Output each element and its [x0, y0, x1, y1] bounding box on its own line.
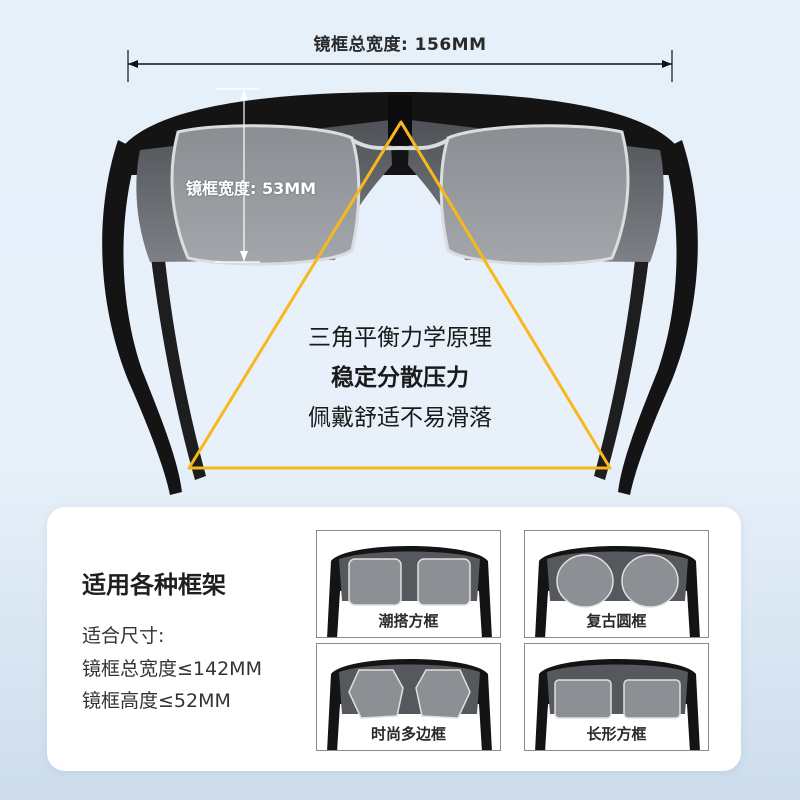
panel-title: 适用各种框架	[82, 571, 226, 599]
overglasses-illustration	[102, 50, 698, 495]
square-frame-glasses-icon	[327, 546, 492, 637]
fit-size-label: 适合尺寸:	[82, 625, 165, 647]
headline-line-2: 稳定分散压力	[331, 365, 469, 391]
lens-height-label: 镜框宽度: 53MM	[186, 179, 317, 198]
rectangle-frame-glasses-icon	[535, 659, 700, 750]
frame-label: 长形方框	[586, 725, 647, 743]
frame-label: 复古圆框	[586, 612, 647, 630]
round-frame-glasses-icon	[535, 546, 700, 637]
headline-line-3: 佩戴舒适不易滑落	[308, 405, 492, 431]
frame-label: 时尚多边框	[370, 725, 446, 743]
frame-thumb-round: 复古圆框	[524, 530, 709, 638]
frame-thumb-polygon: 时尚多边框	[316, 643, 501, 751]
polygon-frame-glasses-icon	[327, 659, 492, 750]
total-width-label: 镜框总宽度: 156MM	[313, 35, 487, 55]
frame-label: 潮搭方框	[378, 612, 439, 630]
max-width-spec: 镜框总宽度≤142MM	[82, 658, 262, 680]
frame-thumb-rectangle: 长形方框	[524, 643, 709, 751]
balance-triangle	[187, 120, 612, 470]
frame-thumb-square: 潮搭方框	[316, 530, 501, 638]
max-height-spec: 镜框高度≤52MM	[82, 690, 231, 712]
headline-line-1: 三角平衡力学原理	[308, 325, 492, 351]
